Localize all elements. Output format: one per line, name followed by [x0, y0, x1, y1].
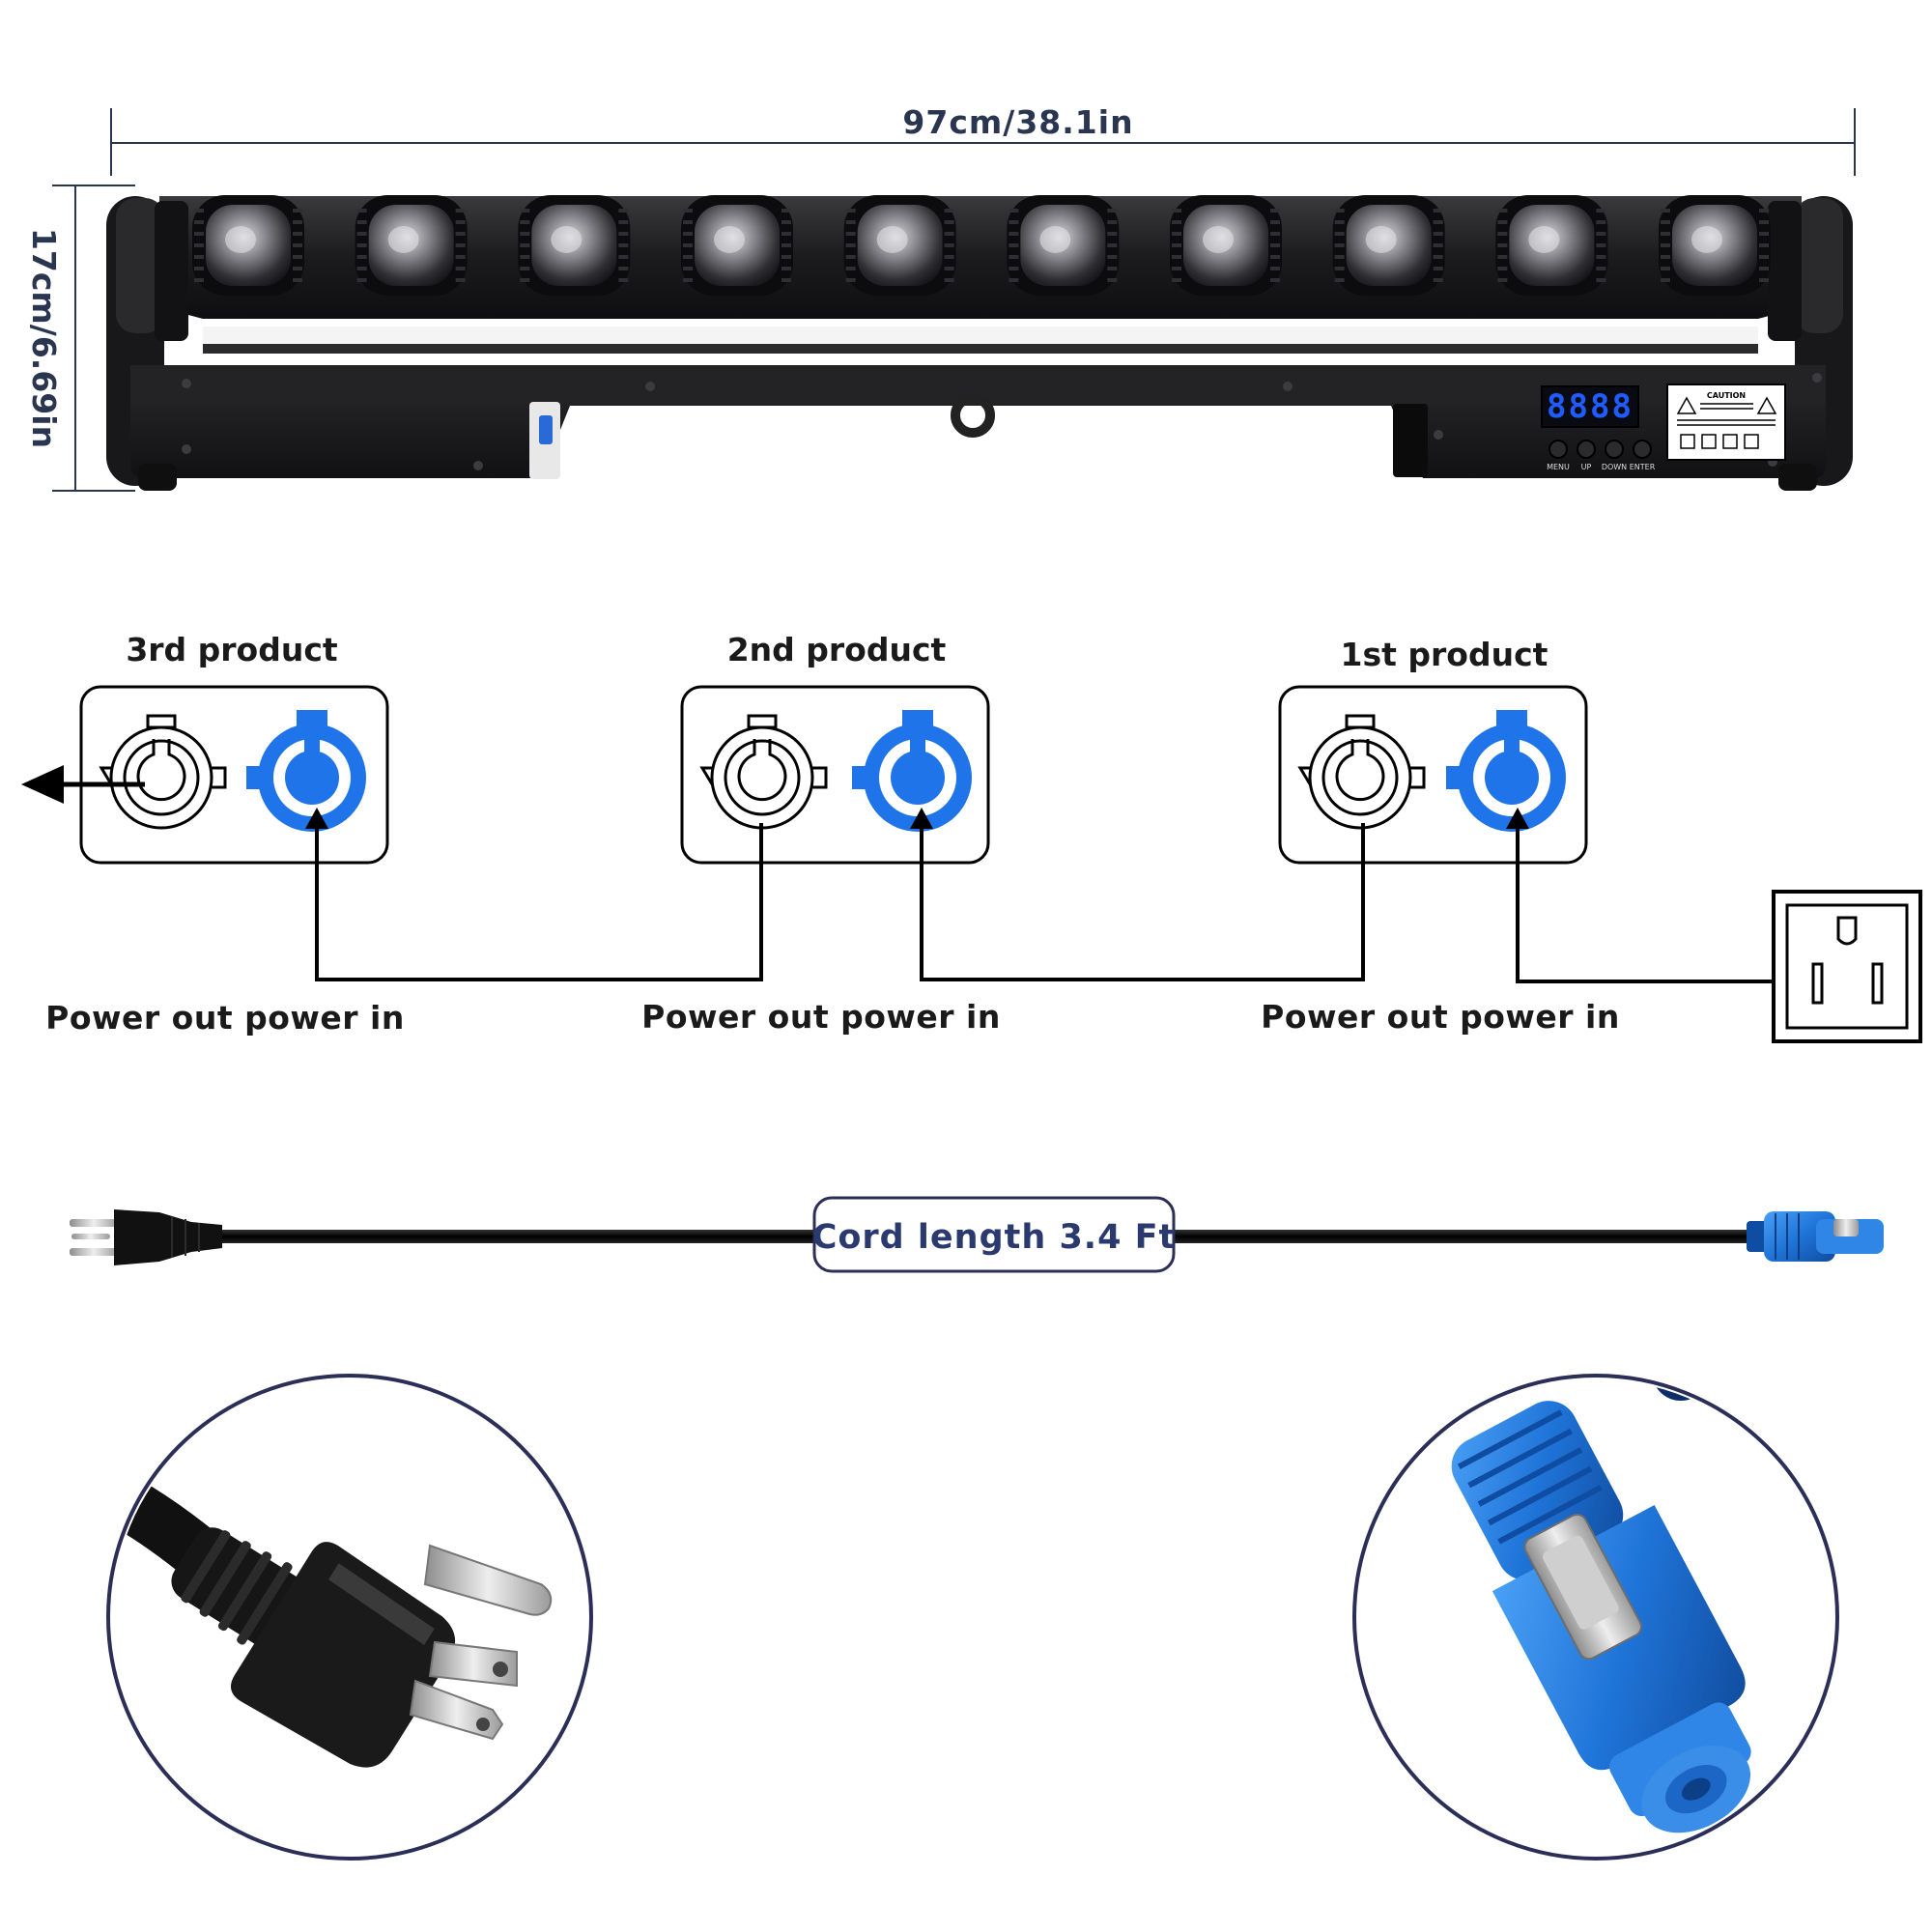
- power-in-connector-icon: [246, 710, 366, 832]
- control-button-label: ENTER: [1630, 463, 1656, 471]
- caution-label-text: CAUTION: [1707, 391, 1746, 400]
- connection-caption: Power out power in: [641, 998, 1001, 1036]
- chain-wires: [315, 823, 1803, 983]
- control-button-label: DOWN: [1602, 463, 1627, 471]
- connection-caption: Power out power in: [1261, 998, 1620, 1036]
- product-title: 3rd product: [126, 631, 338, 668]
- lens-module: [1659, 195, 1771, 296]
- tilt-gap: [203, 327, 1758, 348]
- product-title: 1st product: [1341, 636, 1548, 673]
- lens-module: [681, 195, 793, 296]
- us-plug-detail: [106, 1374, 593, 1861]
- width-dimension-label: 97cm/38.1in: [902, 103, 1133, 141]
- lens-module: [192, 195, 304, 296]
- lens-module: [518, 195, 631, 296]
- us-plug-icon: [70, 1209, 222, 1265]
- powercon-plug-detail: [1352, 1374, 1839, 1861]
- cord-length-badge: [812, 1196, 1176, 1273]
- width-dimension: [110, 108, 1856, 176]
- lens-module: [355, 195, 468, 296]
- dmx-ports: [1393, 404, 1428, 477]
- power-out-arrow: [21, 765, 145, 804]
- control-button-label: UP: [1581, 463, 1592, 471]
- product-connector-panel: [79, 685, 389, 865]
- control-button-enter[interactable]: ENTER: [1630, 440, 1656, 471]
- led-display: [1541, 385, 1639, 428]
- caution-label: [1666, 384, 1786, 461]
- lens-module: [1495, 195, 1608, 296]
- lens-module: [1332, 195, 1445, 296]
- control-button-up[interactable]: UP: [1577, 440, 1596, 471]
- height-dimension: [52, 185, 135, 492]
- lens-module: [843, 195, 956, 296]
- power-cord: Cord length 3.4 Ft: [70, 1196, 1884, 1273]
- powercon-plug-icon: [1747, 1211, 1884, 1262]
- safety-hook-ring: [951, 393, 995, 438]
- control-button-down[interactable]: DOWN: [1602, 440, 1627, 471]
- power-out-connector-icon: [99, 714, 227, 830]
- power-in-connector-icon: [852, 710, 972, 832]
- height-dimension-label: 17cm/6.69in: [25, 228, 63, 448]
- power-out-connector-icon: [699, 714, 828, 830]
- product-connector-panel: [1278, 685, 1588, 865]
- led-display-digits: 8888: [1547, 387, 1634, 426]
- chain-arrowheads: [305, 808, 1529, 829]
- lens-row: [192, 195, 1771, 296]
- plug-prongs: [409, 1544, 553, 1741]
- cord-length-label: Cord length 3.4 Ft: [812, 1218, 1177, 1257]
- control-button-label: MENU: [1547, 463, 1570, 471]
- connection-caption: Power out power in: [45, 999, 405, 1037]
- power-out-connector-icon: [1297, 714, 1426, 830]
- lens-module: [1007, 195, 1120, 296]
- daisy-chain-diagram: 3rd product 2nd product 1st product: [21, 631, 1922, 1043]
- product-connector-panel: [680, 685, 990, 865]
- power-in-connector-icon: [1446, 710, 1566, 832]
- wall-outlet-icon: [1772, 890, 1922, 1043]
- control-button-menu[interactable]: MENU: [1547, 440, 1570, 471]
- lens-module: [1170, 195, 1282, 296]
- product-title: 2nd product: [727, 631, 947, 668]
